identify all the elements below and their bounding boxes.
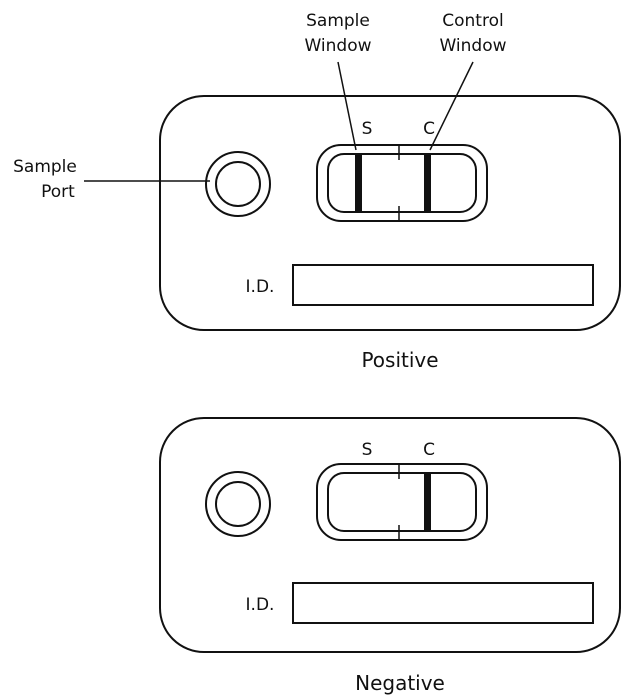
result-window-inner (327, 472, 477, 532)
sample-test-line (355, 154, 362, 212)
positive-cassette: S C I.D. (159, 95, 621, 331)
result-window-outer (316, 463, 488, 541)
sample-port-inner-ring (215, 161, 261, 207)
id-field (292, 264, 594, 306)
control-window-letter: C (423, 119, 435, 139)
sample-port-label-line2: Port (41, 182, 75, 202)
result-window-outer (316, 144, 488, 222)
sample-port (205, 151, 271, 217)
sample-port-inner-ring (215, 481, 261, 527)
sample-window-leader (337, 61, 357, 151)
sample-port (205, 471, 271, 537)
sample-port-label-line1: Sample (13, 157, 77, 177)
control-window-label-line2: Window (439, 36, 506, 56)
negative-cassette: S C I.D. (159, 417, 621, 653)
sample-window-label-line2: Window (304, 36, 371, 56)
positive-caption: Positive (361, 348, 438, 372)
control-window-leader (429, 61, 474, 151)
control-window-label-line1: Control (442, 11, 503, 31)
result-window (316, 463, 488, 541)
sample-port-outer-ring (205, 471, 271, 537)
id-label: I.D. (246, 277, 275, 297)
id-field (292, 582, 594, 624)
negative-caption: Negative (355, 671, 445, 695)
sample-window-letter: S (362, 440, 373, 460)
id-label: I.D. (246, 595, 275, 615)
sample-port-outer-ring (205, 151, 271, 217)
sample-window-letter: S (362, 119, 373, 139)
control-window-letter: C (423, 440, 435, 460)
control-test-line (424, 154, 431, 212)
sample-window-label-line1: Sample (306, 11, 370, 31)
control-test-line (424, 473, 431, 531)
cassette-body (159, 95, 621, 331)
result-window (316, 144, 488, 222)
result-window-inner (327, 153, 477, 213)
cassette-body (159, 417, 621, 653)
